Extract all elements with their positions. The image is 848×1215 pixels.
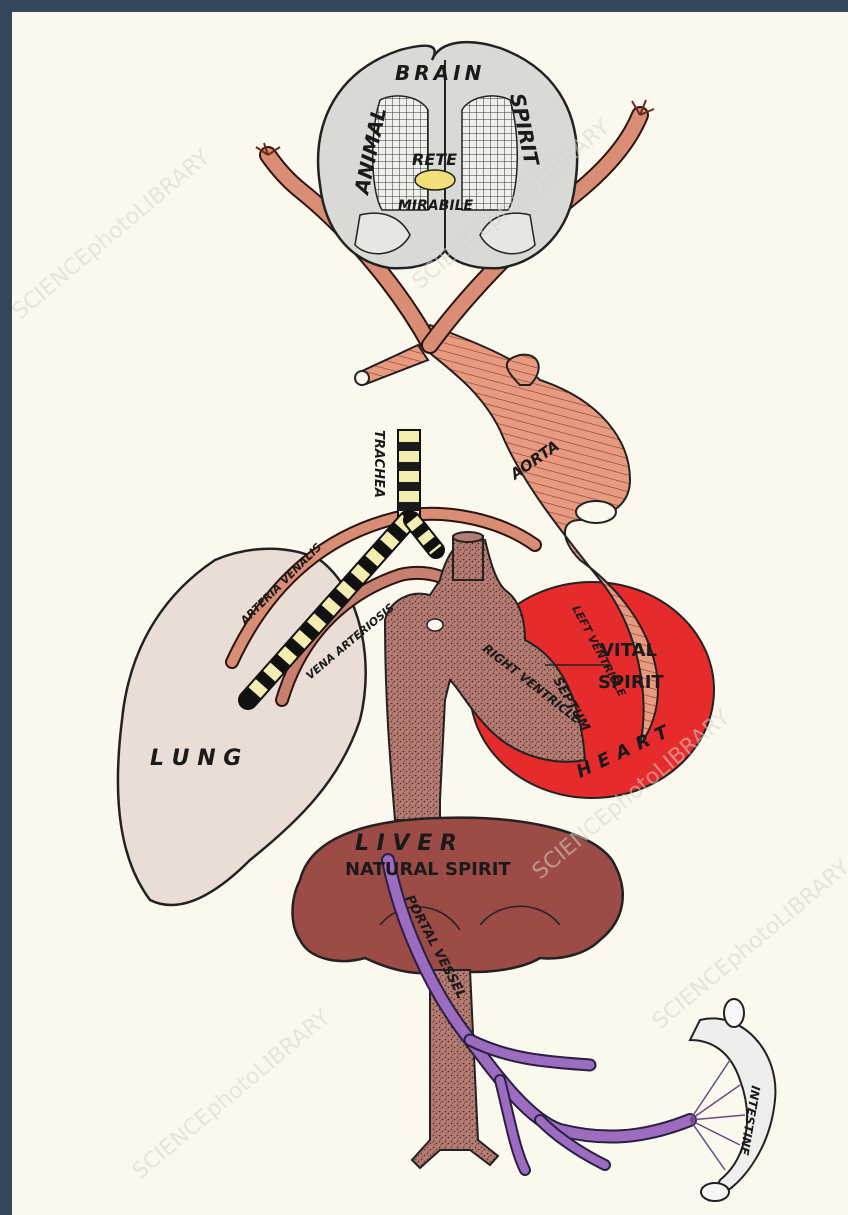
watermark-1: SCIENCEphotoLIBRARY [8,145,216,325]
label-natural-spirit: NATURAL SPIRIT [345,859,511,880]
label-rete: RETE [412,150,457,169]
label-mirabile: MIRABILE [398,198,474,214]
watermark-3: SCIENCEphotoLIBRARY [128,1005,336,1185]
intestine [690,999,775,1201]
label-vital: VITAL [600,640,657,661]
label-trachea: TRACHEA [371,430,386,498]
label-vital-spirit: SPIRIT [598,672,664,693]
label-lung: L U N G [150,746,241,771]
watermark-4: SCIENCEphotoLIBRARY [648,855,848,1035]
rete-mirabile-center [415,170,455,190]
label-liver: L I V E R [355,831,457,856]
label-brain: BRAIN [395,61,485,85]
